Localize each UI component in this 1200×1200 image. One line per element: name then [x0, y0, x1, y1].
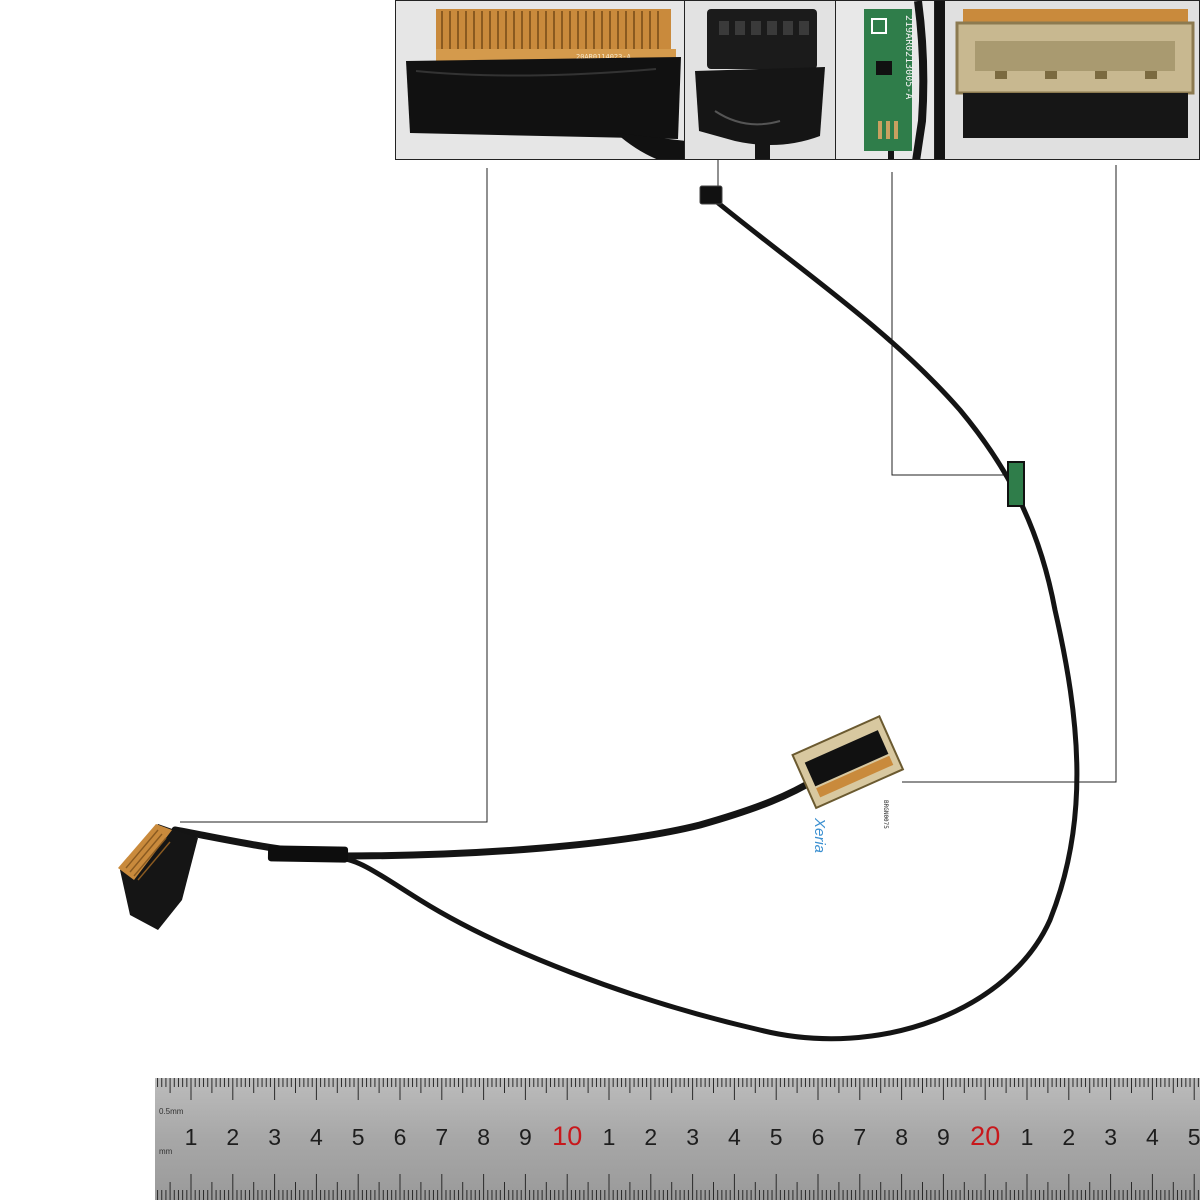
- callout-line-1: [180, 168, 488, 823]
- callout-line-4: [902, 165, 1117, 783]
- pcb-board-photo: 219AR0213005-A: [836, 1, 934, 159]
- black-tape-lcd: [963, 93, 1188, 138]
- black-tape: [406, 57, 681, 139]
- chip-icon: [876, 61, 892, 75]
- ruler-number: 4: [728, 1124, 741, 1150]
- ruler-unit-label: 0.5mm: [159, 1107, 184, 1116]
- ruler-number: 20: [970, 1121, 1000, 1151]
- inset-lcd-connector: [934, 0, 1200, 160]
- ruler-number: 5: [770, 1124, 783, 1150]
- lcd-connector-photo: [935, 1, 1199, 159]
- lcd-connector: [791, 715, 905, 810]
- inset-connector-small: [684, 0, 836, 160]
- lcd-connector-label: BRGN0075: [882, 800, 889, 829]
- ruler-number: 1: [185, 1124, 198, 1150]
- cable-long: [337, 195, 1080, 1042]
- connector-small-photo: [685, 1, 835, 159]
- measuring-ruler: 1 2 3 4 5 6 7 8 9 10 1 2 3 4 5 6 7 8 9 20 1 2 3 4 5 0.5mm mm: [155, 1078, 1200, 1200]
- edp-connector: [118, 824, 198, 930]
- ruler-number: 9: [937, 1124, 950, 1150]
- pcb-part-number: 219AR0213005-A: [903, 15, 914, 99]
- ruler-unit-label-mm: mm: [159, 1147, 173, 1156]
- ruler-number: 7: [853, 1124, 866, 1150]
- inset-connector-large: 20AR0114023-A: [395, 0, 685, 160]
- ruler-number: 4: [310, 1124, 323, 1150]
- ruler-number: 4: [1146, 1124, 1159, 1150]
- cable-lcd: [171, 774, 822, 860]
- ruler-number: 7: [435, 1124, 448, 1150]
- brand-logo: Xeria: [811, 817, 828, 853]
- ruler-number: 2: [1062, 1124, 1075, 1150]
- ruler-number: 6: [394, 1124, 407, 1150]
- ruler-number: 5: [352, 1124, 365, 1150]
- cable-scene: BRGN0075 Xeria: [118, 160, 1117, 1042]
- ruler-number: 9: [519, 1124, 532, 1150]
- sensor-pcb: [1007, 461, 1025, 507]
- small-connector: [699, 185, 723, 205]
- ruler-number: 10: [552, 1121, 582, 1151]
- ruler-number: 3: [686, 1124, 699, 1150]
- ruler-number: 3: [268, 1124, 281, 1150]
- cable-part-number: 20AR0114023-A: [576, 53, 632, 61]
- inset-pcb-board: 219AR0213005-A: [835, 0, 935, 160]
- ruler-number: 1: [1021, 1124, 1034, 1150]
- connector-large-photo: 20AR0114023-A: [396, 1, 684, 159]
- ruler-number: 8: [895, 1124, 908, 1150]
- ruler-number: 8: [477, 1124, 490, 1150]
- ruler-body: 1 2 3 4 5 6 7 8 9 10 1 2 3 4 5 6 7 8 9 20 1 2 3 4 5 0.5mm mm: [155, 1078, 1200, 1200]
- ruler-number: 3: [1104, 1124, 1117, 1150]
- ruler-number: 2: [226, 1124, 239, 1150]
- ruler-number: 2: [644, 1124, 657, 1150]
- ruler-number: 5: [1188, 1124, 1200, 1150]
- ruler-number: 1: [603, 1124, 616, 1150]
- callout-line-3: [891, 172, 1012, 476]
- ruler-number: 6: [812, 1124, 825, 1150]
